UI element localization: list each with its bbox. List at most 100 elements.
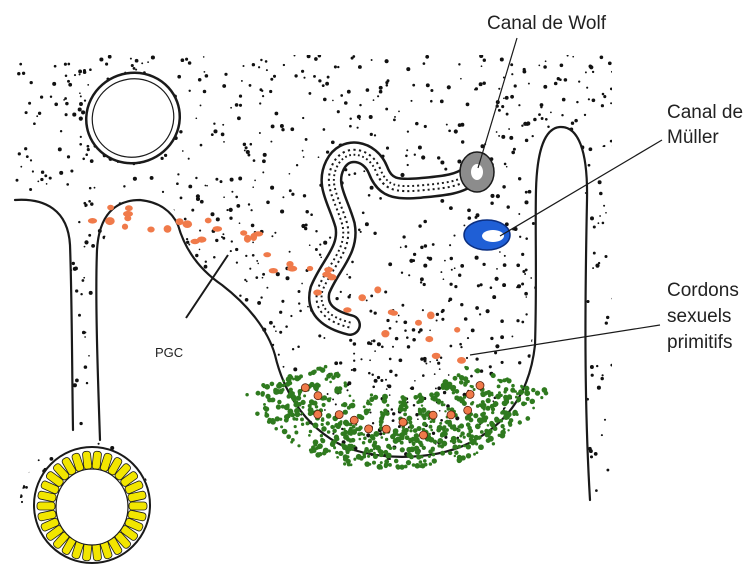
- stipple-dot: [81, 110, 85, 114]
- pgc-cell: [457, 357, 466, 364]
- stipple-dot: [18, 152, 21, 155]
- stipple-dot: [611, 71, 613, 73]
- stipple-dot: [301, 70, 304, 73]
- stipple-dot: [521, 321, 524, 324]
- stipple-dot: [41, 401, 44, 404]
- stipple-dot: [181, 58, 185, 62]
- stipple-dot: [283, 64, 285, 66]
- stipple-dot: [502, 185, 505, 188]
- stipple-dot: [506, 433, 509, 436]
- sex-cord-cell: [518, 397, 521, 400]
- stipple-dot: [189, 352, 191, 354]
- stipple-dot: [124, 431, 126, 433]
- stipple-dot: [557, 167, 560, 170]
- stipple-dot: [543, 413, 546, 416]
- stipple-dot: [271, 476, 273, 478]
- stipple-dot: [151, 395, 153, 397]
- pgc-cell: [374, 286, 381, 293]
- stipple-dot: [576, 101, 578, 103]
- stipple-dot: [254, 180, 256, 182]
- sex-cord-cell: [368, 463, 371, 466]
- stipple-dot: [280, 477, 283, 480]
- stipple-dot: [301, 283, 303, 285]
- stipple-dot: [15, 299, 18, 302]
- stipple-dot: [291, 193, 294, 196]
- stipple-dot: [318, 79, 321, 82]
- stipple-dot: [213, 256, 216, 259]
- stipple-dot: [339, 361, 342, 364]
- sex-cord-cell: [357, 427, 361, 431]
- sex-cord-cell: [327, 430, 331, 434]
- label-muller-line1: Canal de: [667, 102, 743, 123]
- stipple-dot: [407, 345, 410, 348]
- sex-cord-cell: [475, 424, 481, 430]
- stipple-dot: [552, 132, 555, 135]
- sex-cord-cell: [379, 419, 384, 424]
- sex-cord-cell: [429, 392, 434, 397]
- mullerian-duct: [464, 220, 510, 250]
- stipple-dot: [423, 220, 427, 224]
- stipple-dot: [521, 282, 524, 285]
- sex-cord-cell: [459, 398, 465, 404]
- stipple-dot: [354, 172, 357, 175]
- stipple-dot: [498, 109, 501, 112]
- stipple-dot: [164, 154, 167, 157]
- sex-cord-cell: [261, 383, 265, 387]
- stipple-dot: [551, 409, 554, 412]
- sex-cord-cell: [282, 384, 286, 388]
- pgc-cell: [307, 266, 313, 271]
- sex-cord-cell: [285, 382, 290, 387]
- stipple-dot: [440, 100, 444, 104]
- sex-cord-cell: [429, 425, 433, 429]
- stipple-dot: [54, 65, 57, 68]
- stipple-dot: [436, 319, 438, 321]
- stipple-dot: [206, 360, 210, 364]
- stipple-dot: [262, 273, 265, 276]
- label-cords-line1: Cordons: [667, 280, 739, 301]
- stipple-dot: [172, 316, 175, 319]
- stipple-dot: [538, 175, 541, 178]
- stipple-dot: [25, 273, 28, 276]
- sex-cord-cell: [294, 403, 298, 407]
- stipple-dot: [21, 485, 25, 489]
- stipple-dot: [260, 400, 264, 404]
- stipple-dot: [570, 389, 573, 392]
- stipple-dot: [323, 337, 325, 339]
- stipple-dot: [392, 419, 395, 422]
- stipple-dot: [436, 359, 438, 361]
- stipple-dot: [403, 320, 407, 324]
- stipple-dot: [229, 479, 232, 482]
- stipple-dot: [360, 358, 362, 360]
- stipple-dot: [606, 316, 609, 319]
- stipple-dot: [145, 411, 148, 414]
- stipple-dot: [589, 147, 593, 151]
- stipple-dot: [564, 383, 567, 386]
- stipple-dot: [458, 274, 461, 277]
- stipple-dot: [513, 451, 516, 454]
- stipple-dot: [302, 150, 304, 152]
- stipple-dot: [490, 286, 493, 289]
- stipple-dot: [490, 442, 492, 444]
- stipple-dot: [204, 340, 208, 344]
- stipple-dot: [221, 133, 225, 137]
- stipple-dot: [44, 319, 48, 323]
- stipple-dot: [444, 168, 447, 171]
- stipple-dot: [480, 369, 484, 373]
- stipple-dot: [418, 224, 421, 227]
- stipple-dot: [464, 317, 468, 321]
- sex-cord-cell: [404, 405, 408, 409]
- stipple-dot: [501, 135, 505, 139]
- stipple-dot: [528, 190, 532, 194]
- stipple-dot: [324, 409, 326, 411]
- stipple-dot: [235, 248, 238, 251]
- stipple-dot: [82, 158, 85, 161]
- stipple-dot: [443, 494, 447, 498]
- stipple-dot: [87, 148, 90, 151]
- stipple-dot: [318, 156, 320, 158]
- sex-cord-cell: [466, 444, 471, 449]
- stipple-dot: [83, 202, 86, 205]
- stipple-dot: [168, 235, 172, 239]
- stipple-dot: [252, 485, 255, 488]
- stipple-dot: [58, 240, 61, 243]
- sex-cord-cell: [433, 440, 437, 444]
